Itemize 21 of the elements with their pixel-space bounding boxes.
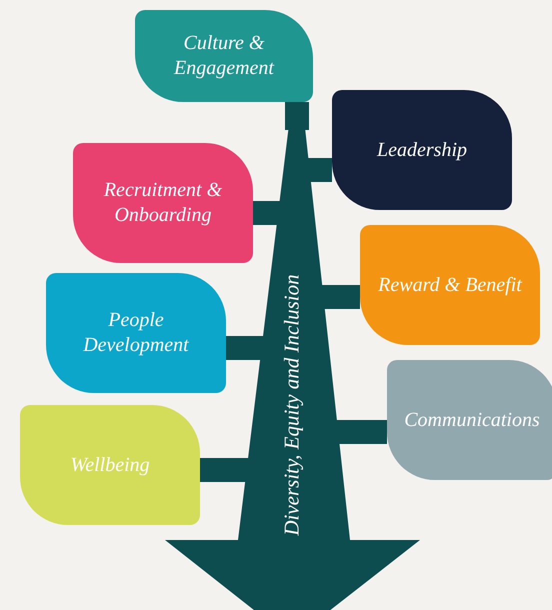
branch-connector — [321, 285, 360, 309]
branch-connector — [308, 158, 332, 182]
branch-connector — [226, 336, 264, 360]
leaf-label: Culture & Engagement — [172, 31, 276, 81]
leaf-label: People Development — [82, 308, 190, 358]
leaf-label: Wellbeing — [70, 452, 150, 478]
trunk-label: Diversity, Equity and Inclusion — [280, 274, 304, 536]
leaf-shape — [46, 273, 226, 393]
leaf-shape — [387, 360, 552, 480]
leaf-label: Reward & Benefit — [378, 272, 522, 298]
leaf-shape — [360, 225, 540, 345]
leaf-label: Recruitment & Onboarding — [102, 178, 224, 228]
leaf-shape — [135, 10, 313, 102]
branch-connector — [336, 420, 387, 444]
branch-connector — [253, 201, 280, 225]
leaf-shape — [332, 90, 512, 210]
leaf-label: Leadership — [377, 138, 467, 162]
leaf-label: Communications — [404, 408, 540, 432]
branch-connector — [285, 102, 309, 130]
leaf-shape — [73, 143, 253, 263]
leaf-shape — [20, 405, 200, 525]
